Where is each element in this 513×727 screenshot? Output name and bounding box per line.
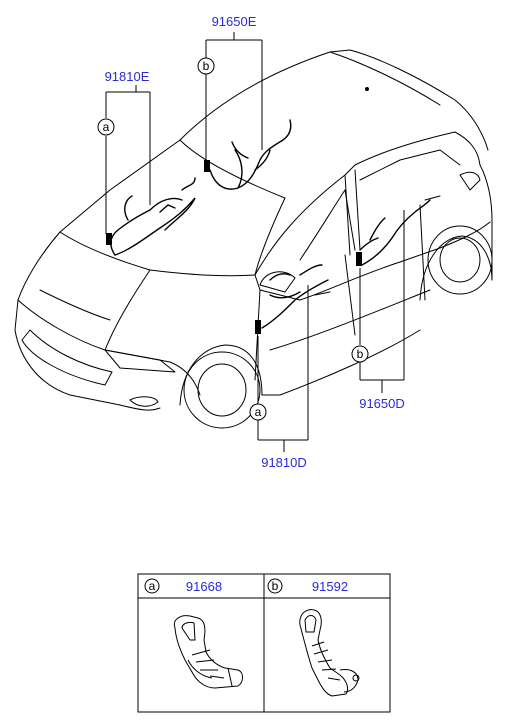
connector-rear-upper [204,160,210,172]
part-label-91650D: 91650D [359,396,405,411]
table-header-b-letter: b [272,579,279,593]
connector-front-door [106,233,112,245]
table-header-a: a 91668 [144,578,222,594]
wiring-harness-rear-lower [359,199,431,266]
car-illustration [14,49,493,429]
table-part-number-a: 91668 [186,579,222,594]
wiring-harness-front-door [110,177,196,256]
table-header-b: b 91592 [267,578,348,594]
grommet-b-illustration [299,609,360,697]
wiring-harness-rear-upper [209,119,292,190]
connector-rear-lower [356,252,362,266]
table-header-a-letter: a [149,579,156,593]
connector-front-lower [255,320,261,334]
part-label-91810D: 91810D [261,455,307,470]
leader-lines [105,32,405,452]
callout-a-bottom-letter: a [255,405,262,419]
part-label-91650E: 91650E [212,14,257,29]
callout-b-top: b [197,57,215,75]
callout-b-bottom: b [351,345,369,363]
wiring-harness-front-lower [261,264,329,329]
parts-table: a 91668 b 91592 [137,573,391,713]
part-label-91810E: 91810E [105,69,150,84]
callout-b-bottom-letter: b [357,347,364,361]
callout-a-bottom: a [249,403,267,421]
grommet-a-illustration [173,615,243,689]
table-part-number-b: 91592 [312,579,348,594]
callout-a-top-letter: a [103,120,110,134]
callout-a-top: a [97,118,115,136]
callout-b-top-letter: b [203,59,210,73]
